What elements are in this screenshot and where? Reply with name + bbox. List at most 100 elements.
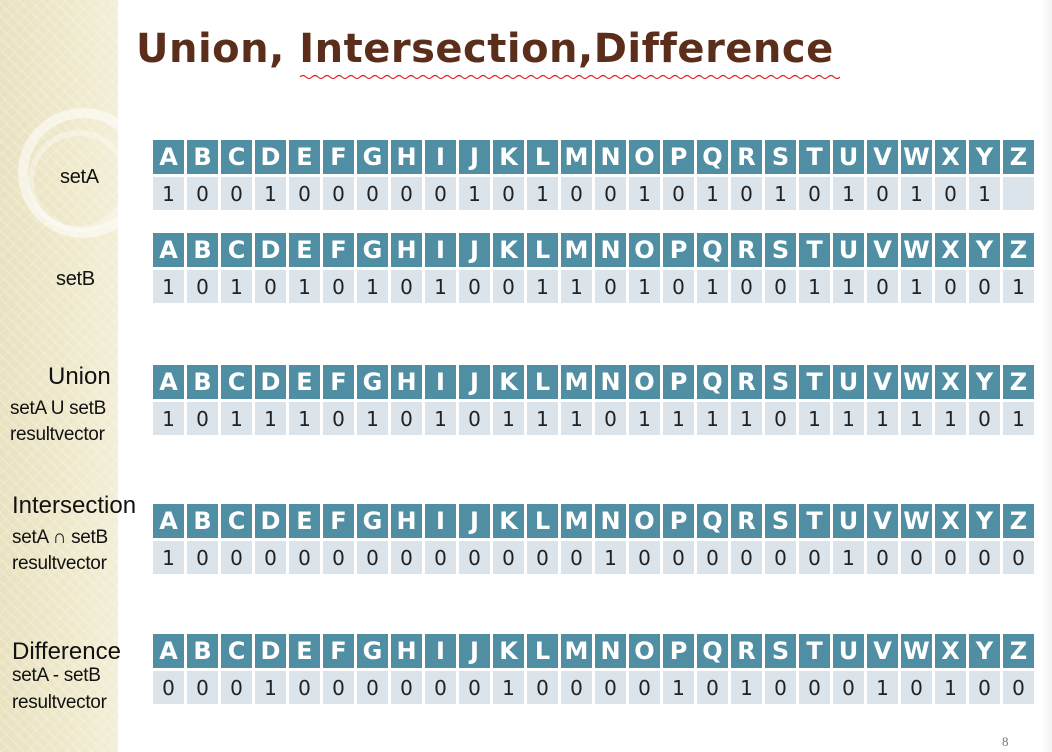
- bit-cell: 0: [629, 541, 660, 574]
- letter-cell: W: [901, 504, 932, 538]
- letter-cell: X: [935, 233, 966, 267]
- bit-cell: 0: [391, 177, 422, 210]
- letter-cell: K: [493, 634, 524, 668]
- letter-cell: A: [153, 634, 184, 668]
- bit-cell: 1: [935, 402, 966, 435]
- letter-cell: Z: [1003, 504, 1034, 538]
- letter-cell: O: [629, 365, 660, 399]
- letter-cell: Q: [697, 504, 728, 538]
- letter-cell: M: [561, 634, 592, 668]
- bit-cell: 1: [493, 402, 524, 435]
- letter-cell: D: [255, 365, 286, 399]
- letter-cell: U: [833, 504, 864, 538]
- letter-cell: Q: [697, 140, 728, 174]
- bit-cell: 1: [629, 177, 660, 210]
- bit-cell: 0: [255, 541, 286, 574]
- letter-cell: P: [663, 140, 694, 174]
- decorative-ring: [18, 108, 148, 238]
- letter-cell: O: [629, 634, 660, 668]
- bit-cell: 1: [527, 270, 558, 303]
- bit-cell: 0: [867, 270, 898, 303]
- bit-cell: 1: [969, 177, 1000, 210]
- slide-title: Union, Intersection,Difference: [136, 26, 834, 72]
- bit-cell: 1: [629, 402, 660, 435]
- letter-cell: O: [629, 504, 660, 538]
- letter-cell: P: [663, 634, 694, 668]
- bit-cell: 0: [459, 402, 490, 435]
- letter-cell: A: [153, 140, 184, 174]
- bit-cell: 1: [799, 270, 830, 303]
- bit-cell: 0: [425, 541, 456, 574]
- letter-cell: W: [901, 233, 932, 267]
- letter-cell: G: [357, 140, 388, 174]
- bit-cell: 1: [697, 270, 728, 303]
- bit-cell: 0: [493, 541, 524, 574]
- letter-cell: L: [527, 365, 558, 399]
- bit-cell: [1003, 177, 1034, 210]
- letter-cell: L: [527, 140, 558, 174]
- bit-cell: 1: [153, 177, 184, 210]
- intersection-expression: setA ∩ setB: [12, 527, 108, 548]
- bit-cell: 0: [969, 541, 1000, 574]
- difference-result-label: resultvector: [12, 692, 107, 713]
- letter-cell: W: [901, 140, 932, 174]
- bit-cell: 1: [357, 270, 388, 303]
- bit-cell: 0: [799, 541, 830, 574]
- letter-cell: F: [323, 365, 354, 399]
- letter-cell: M: [561, 365, 592, 399]
- bit-cell: 0: [391, 671, 422, 704]
- bit-cell: 0: [969, 402, 1000, 435]
- letter-cell: E: [289, 233, 320, 267]
- bit-cell: 1: [595, 541, 626, 574]
- bit-cell: 0: [833, 671, 864, 704]
- letter-cell: J: [459, 233, 490, 267]
- letter-cell: W: [901, 634, 932, 668]
- letter-cell: B: [187, 504, 218, 538]
- bit-cell: 0: [255, 270, 286, 303]
- bit-cell: 1: [153, 541, 184, 574]
- letter-cell: J: [459, 365, 490, 399]
- letter-cell: T: [799, 140, 830, 174]
- bit-cell: 1: [697, 177, 728, 210]
- letter-cell: S: [765, 140, 796, 174]
- difference-expression: setA - setB: [12, 665, 101, 686]
- bit-cell: 1: [731, 671, 762, 704]
- bit-cell: 1: [153, 270, 184, 303]
- decorative-ring-inner: [28, 130, 130, 232]
- letter-cell: R: [731, 140, 762, 174]
- bit-cell: 0: [289, 671, 320, 704]
- letter-cell: Z: [1003, 634, 1034, 668]
- letter-cell: U: [833, 233, 864, 267]
- letter-cell: T: [799, 365, 830, 399]
- letter-cell: H: [391, 233, 422, 267]
- letter-cell: R: [731, 634, 762, 668]
- bit-cell: 0: [187, 402, 218, 435]
- bit-cell: 0: [1003, 541, 1034, 574]
- bit-cell: 0: [425, 671, 456, 704]
- letter-cell: Y: [969, 233, 1000, 267]
- letter-cell: L: [527, 233, 558, 267]
- spellcheck-underline: [300, 74, 840, 80]
- bit-cell: 0: [187, 177, 218, 210]
- letter-cell: V: [867, 233, 898, 267]
- bit-cell: 0: [357, 541, 388, 574]
- bit-cell: 0: [731, 177, 762, 210]
- letter-cell: U: [833, 365, 864, 399]
- letter-cell: S: [765, 233, 796, 267]
- bit-cell: 1: [527, 402, 558, 435]
- letter-cell: N: [595, 233, 626, 267]
- bit-cell: 1: [561, 270, 592, 303]
- bit-cell: 0: [323, 671, 354, 704]
- setA-label: setA: [60, 166, 99, 188]
- letter-cell: K: [493, 365, 524, 399]
- bit-cell: 0: [935, 177, 966, 210]
- letter-cell: X: [935, 504, 966, 538]
- bit-cell: 1: [425, 402, 456, 435]
- bit-cell: 0: [391, 541, 422, 574]
- letter-cell: Q: [697, 233, 728, 267]
- bit-cell: 0: [561, 177, 592, 210]
- bit-cell: 1: [833, 270, 864, 303]
